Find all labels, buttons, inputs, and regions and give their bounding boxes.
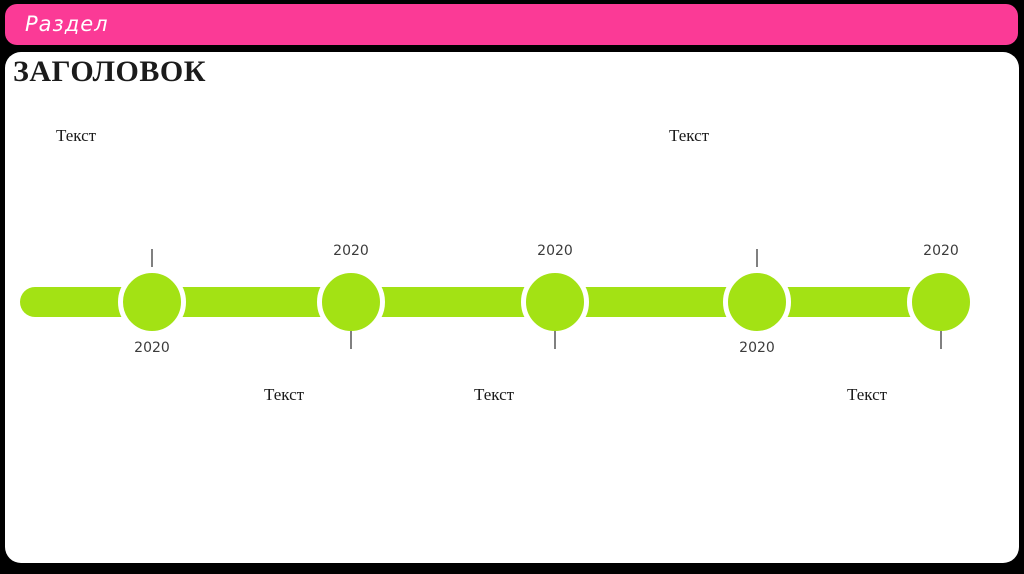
section-title: Раздел: [25, 11, 109, 36]
milestone-year-label: 2020: [739, 340, 775, 356]
text-placeholder: Текст: [264, 385, 305, 404]
milestone-tick: [151, 249, 153, 267]
milestone-year-label: 2020: [333, 243, 369, 259]
text-placeholder: Текст: [847, 385, 888, 404]
milestone-year-label: 2020: [134, 340, 170, 356]
milestone-tick: [350, 331, 352, 349]
text-placeholder: Текст: [56, 126, 97, 145]
milestone-dot: [907, 268, 975, 336]
milestone-year-label: 2020: [537, 243, 573, 259]
text-placeholder: Текст: [474, 385, 515, 404]
section-header-bar: Раздел: [5, 4, 1018, 45]
milestone-year-label: 2020: [923, 243, 959, 259]
milestone-dot: [723, 268, 791, 336]
milestone-tick: [940, 331, 942, 349]
milestone-dot: [317, 268, 385, 336]
page-title: ЗАГОЛОВОК: [13, 55, 206, 88]
milestone-tick: [554, 331, 556, 349]
milestone-dot: [521, 268, 589, 336]
milestone-dot: [118, 268, 186, 336]
text-placeholder: Текст: [669, 126, 710, 145]
milestone-tick: [756, 249, 758, 267]
